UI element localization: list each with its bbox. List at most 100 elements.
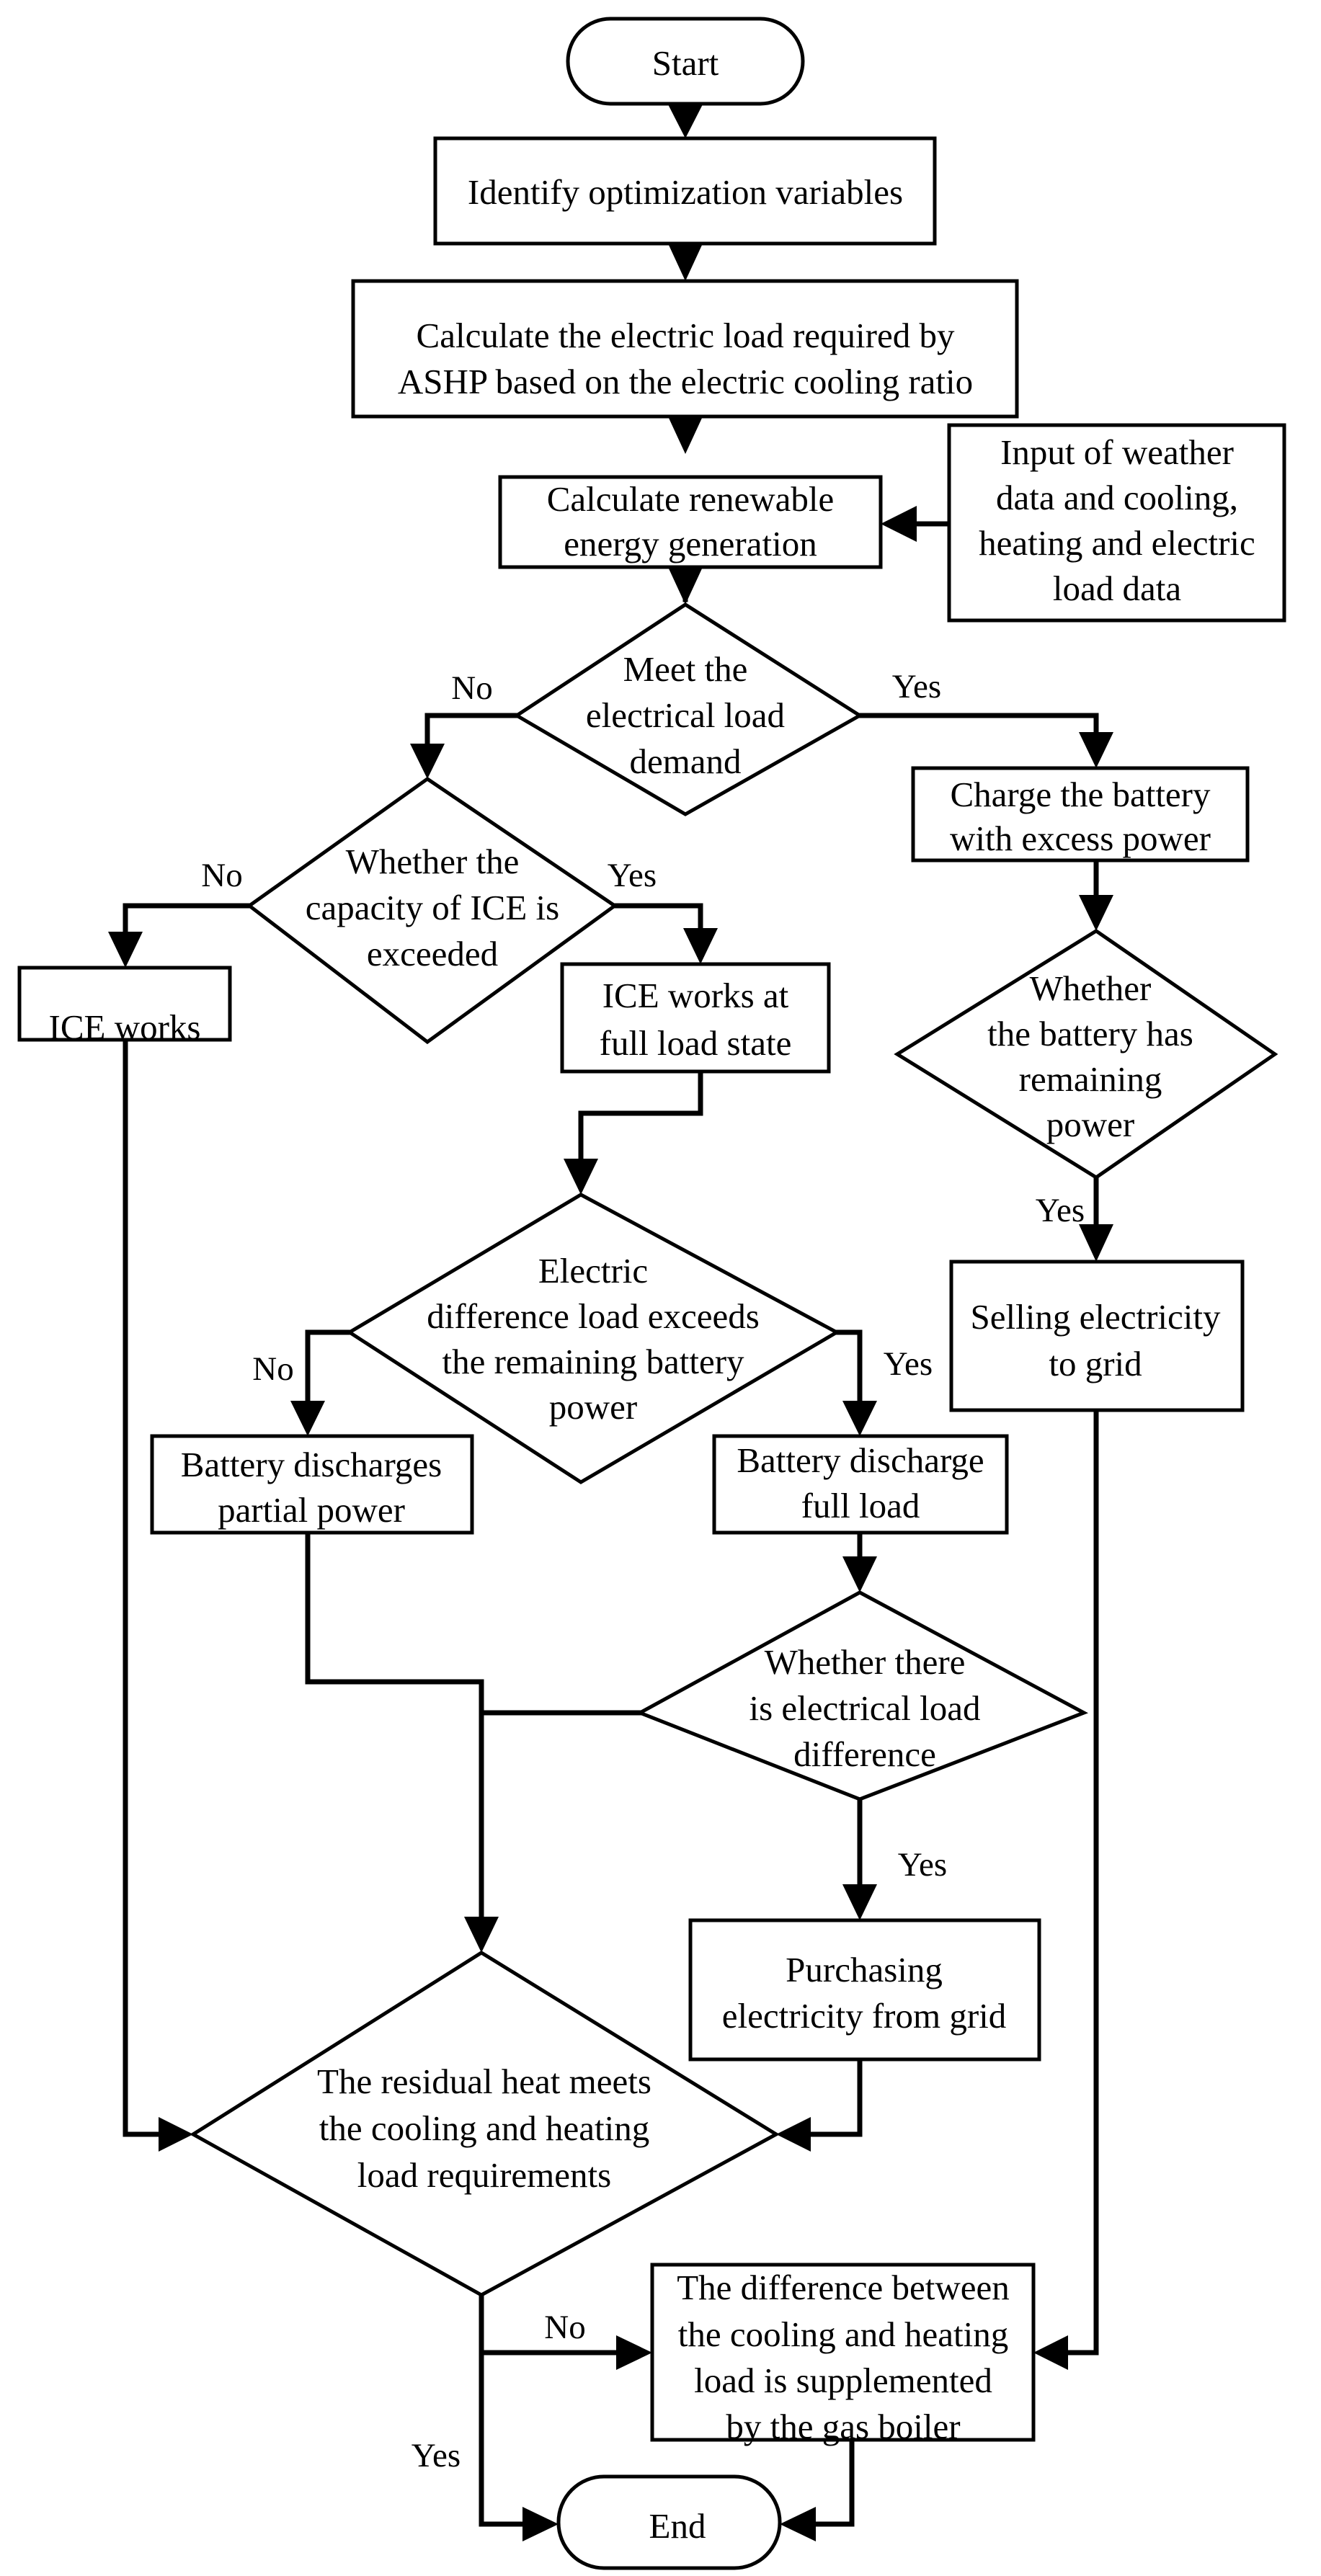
capacity-label-line: Whether the bbox=[346, 842, 520, 881]
arrow-head bbox=[1079, 732, 1113, 768]
charge-battery-box bbox=[911, 766, 1250, 863]
input-data-box bbox=[947, 423, 1286, 623]
calc-renew-label-line: energy generation bbox=[564, 524, 817, 563]
diff-label-line: difference load exceeds bbox=[427, 1296, 760, 1336]
calc-renew-box bbox=[498, 475, 883, 569]
charge-battery-label-line: with excess power bbox=[950, 819, 1211, 858]
remaining-decision bbox=[894, 929, 1278, 1180]
purchasing-label-line: Purchasing bbox=[786, 1950, 943, 1989]
discharge-full-box bbox=[712, 1434, 1009, 1535]
edge-residual-yes bbox=[479, 2350, 546, 2527]
selling-label-line: Selling electricity bbox=[971, 1297, 1221, 1337]
edge-meet-no bbox=[424, 713, 520, 757]
arrow-head bbox=[780, 2507, 816, 2541]
start-label: Start bbox=[652, 43, 719, 83]
arrow-head bbox=[290, 1401, 325, 1436]
input-data-label-line: Input of weather bbox=[1000, 432, 1234, 472]
charge-battery-label-line: Charge the battery bbox=[950, 775, 1211, 814]
node-shapes bbox=[17, 17, 1286, 2570]
residual-decision bbox=[190, 1951, 780, 2297]
edge-diff-no bbox=[305, 1329, 352, 1419]
edge-diff-yes bbox=[834, 1329, 863, 1404]
input-data-label-line: load data bbox=[1053, 569, 1181, 608]
discharge-full-label-line: full load bbox=[801, 1486, 920, 1525]
arrow-head bbox=[564, 1159, 598, 1195]
end-label: End bbox=[649, 2506, 706, 2546]
remaining-label-line: power bbox=[1046, 1105, 1134, 1144]
arrow-head bbox=[668, 104, 703, 138]
edge-label-yes: Yes bbox=[884, 1345, 933, 1383]
edge-iceworks-residual bbox=[123, 1037, 173, 2137]
load-diff-label-line: is electrical load bbox=[749, 1688, 980, 1728]
arrow-head bbox=[616, 2335, 652, 2370]
edge-purchasing-residual bbox=[793, 2056, 863, 2137]
arrow-head bbox=[522, 2507, 559, 2541]
capacity-decision bbox=[246, 776, 618, 1045]
arrow-head bbox=[159, 2117, 193, 2152]
edge-label-yes: Yes bbox=[1036, 1192, 1085, 1229]
edge-label-yes: Yes bbox=[608, 857, 657, 894]
identify-label: Identify optimization variables bbox=[468, 172, 903, 212]
ice-works-label: ICE works bbox=[49, 1007, 201, 1047]
edge-partial-merge bbox=[305, 1530, 484, 1925]
arrow-head bbox=[668, 567, 703, 605]
meet-decision bbox=[513, 602, 863, 816]
ice-full-box bbox=[560, 962, 831, 1074]
meet-label-line: Meet the bbox=[623, 649, 748, 689]
arrow-head bbox=[1079, 895, 1113, 931]
calc-ashp-label-line: ASHP based on the electric cooling ratio bbox=[398, 362, 973, 401]
arrow-head bbox=[668, 416, 703, 454]
meet-label-line: demand bbox=[629, 741, 741, 781]
identify-box bbox=[433, 136, 937, 246]
ice-works-box bbox=[17, 966, 232, 1042]
input-data-label-line: data and cooling, bbox=[996, 478, 1238, 517]
edge-label-yes: Yes bbox=[892, 668, 941, 705]
purchasing-box bbox=[688, 1918, 1041, 2062]
diff-label-line: Electric bbox=[538, 1251, 648, 1291]
arrow-head bbox=[842, 1884, 877, 1920]
ice-full-label-line: ICE works at bbox=[602, 976, 789, 1015]
edge-boiler-end bbox=[801, 2437, 855, 2527]
remaining-label-line: remaining bbox=[1019, 1059, 1162, 1099]
arrow-head bbox=[776, 2117, 811, 2152]
load-diff-decision bbox=[636, 1590, 1088, 1801]
gas-boiler-label-line: the cooling and heating bbox=[678, 2314, 1009, 2354]
connector-lines bbox=[123, 102, 1099, 2527]
start-terminal bbox=[566, 17, 805, 106]
capacity-label-line: capacity of ICE is bbox=[306, 888, 559, 927]
discharge-partial-label-line: Battery discharges bbox=[181, 1445, 442, 1484]
diff-decision bbox=[346, 1193, 841, 1484]
discharge-partial-box bbox=[150, 1434, 474, 1535]
remaining-label-line: the battery has bbox=[987, 1014, 1193, 1053]
arrow-head bbox=[464, 1917, 499, 1953]
load-diff-label-line: difference bbox=[793, 1734, 936, 1774]
selling-box bbox=[949, 1260, 1245, 1412]
edge-meet-yes bbox=[857, 713, 1099, 750]
arrow-head bbox=[842, 1556, 877, 1592]
ice-full-label-line: full load state bbox=[600, 1023, 792, 1063]
diff-label-line: the remaining battery bbox=[442, 1342, 744, 1381]
calc-ashp-box bbox=[351, 279, 1019, 419]
residual-label-line: the cooling and heating bbox=[319, 2108, 650, 2148]
gas-boiler-label-line: by the gas boiler bbox=[726, 2407, 960, 2446]
edge-label-yes: Yes bbox=[412, 2437, 461, 2474]
arrow-head bbox=[1079, 1224, 1113, 1262]
arrow-heads bbox=[108, 104, 1113, 2541]
edge-label-no: No bbox=[451, 669, 492, 707]
arrow-head bbox=[683, 928, 718, 964]
residual-label-line: load requirements bbox=[357, 2155, 611, 2195]
node-labels: Start Identify optimization variables Ca… bbox=[49, 43, 1255, 2546]
remaining-label-line: Whether bbox=[1030, 968, 1152, 1008]
end-terminal bbox=[556, 2474, 782, 2570]
discharge-full-label-line: Battery discharge bbox=[737, 1440, 984, 1480]
discharge-partial-label-line: partial power bbox=[218, 1490, 405, 1530]
calc-ashp-label-line: Calculate the electric load required by bbox=[417, 316, 955, 355]
meet-label-line: electrical load bbox=[586, 695, 785, 735]
edge-label-yes: Yes bbox=[898, 1846, 947, 1884]
arrow-head bbox=[1033, 2335, 1068, 2370]
diff-label-line: power bbox=[549, 1387, 637, 1427]
arrow-head bbox=[410, 744, 445, 779]
selling-label-line: to grid bbox=[1049, 1344, 1142, 1383]
gas-boiler-label-line: load is supplemented bbox=[694, 2361, 992, 2400]
